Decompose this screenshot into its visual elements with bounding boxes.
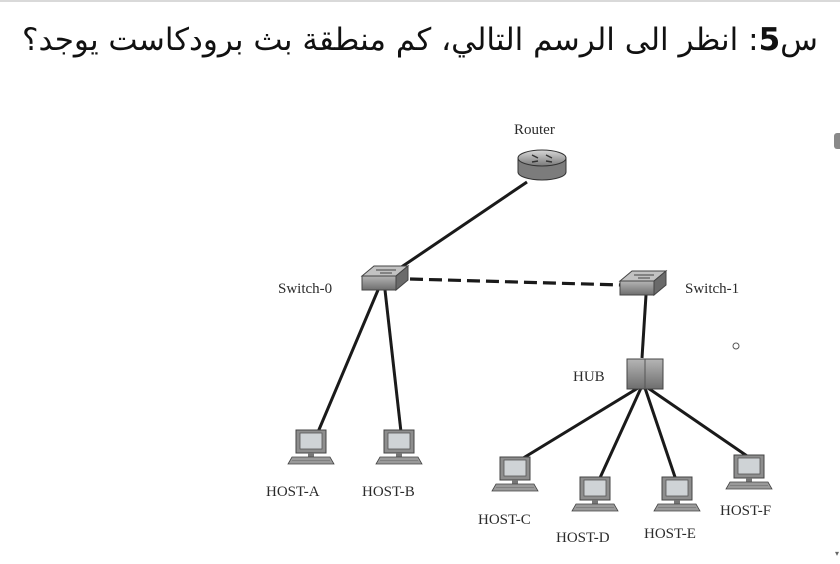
link-router-switch0 [396, 180, 528, 272]
switch0-icon [360, 264, 410, 292]
link-hub-hostf [647, 386, 751, 460]
host-c-computer-icon [491, 456, 539, 492]
switch1-icon [618, 269, 668, 297]
host-e-computer-icon [653, 476, 701, 512]
link-switch0-hosta [316, 289, 380, 433]
mouse-cursor-icon [732, 342, 740, 350]
switch1-label: Switch-1 [685, 281, 739, 297]
question-heading: س5: انظر الى الرسم التالي، كم منطقة بث ب… [20, 18, 818, 62]
host-a-label: HOST-A [266, 484, 320, 500]
question-text: : انظر الى الرسم التالي، كم منطقة بث برو… [22, 22, 759, 58]
link-hub-hostc [519, 386, 639, 462]
link-switch0-switch1-dashed [409, 277, 623, 287]
host-d-label: HOST-D [556, 530, 610, 546]
host-c-label: HOST-C [478, 512, 531, 528]
host-e-label: HOST-E [644, 526, 696, 542]
hub-label: HUB [573, 369, 605, 385]
top-border [0, 0, 840, 2]
link-switch0-hostb [383, 289, 403, 433]
host-d-computer-icon [571, 476, 619, 512]
host-f-label: HOST-F [720, 503, 771, 519]
link-hub-hostd [597, 387, 643, 481]
question-number: 5 [758, 22, 781, 58]
host-b-computer-icon [375, 429, 423, 465]
scroll-down-arrow-icon[interactable]: ▾ [834, 549, 839, 558]
question-prefix: س [780, 22, 818, 58]
hub-icon [626, 358, 664, 390]
switch0-label: Switch-0 [278, 281, 332, 297]
link-switch1-hub [640, 294, 648, 359]
host-f-computer-icon [725, 454, 773, 490]
scrollbar-thumb[interactable] [834, 133, 840, 149]
router-icon [517, 149, 567, 181]
host-a-computer-icon [287, 429, 335, 465]
host-b-label: HOST-B [362, 484, 415, 500]
link-hub-hoste [643, 387, 678, 481]
router-label: Router [514, 122, 555, 138]
